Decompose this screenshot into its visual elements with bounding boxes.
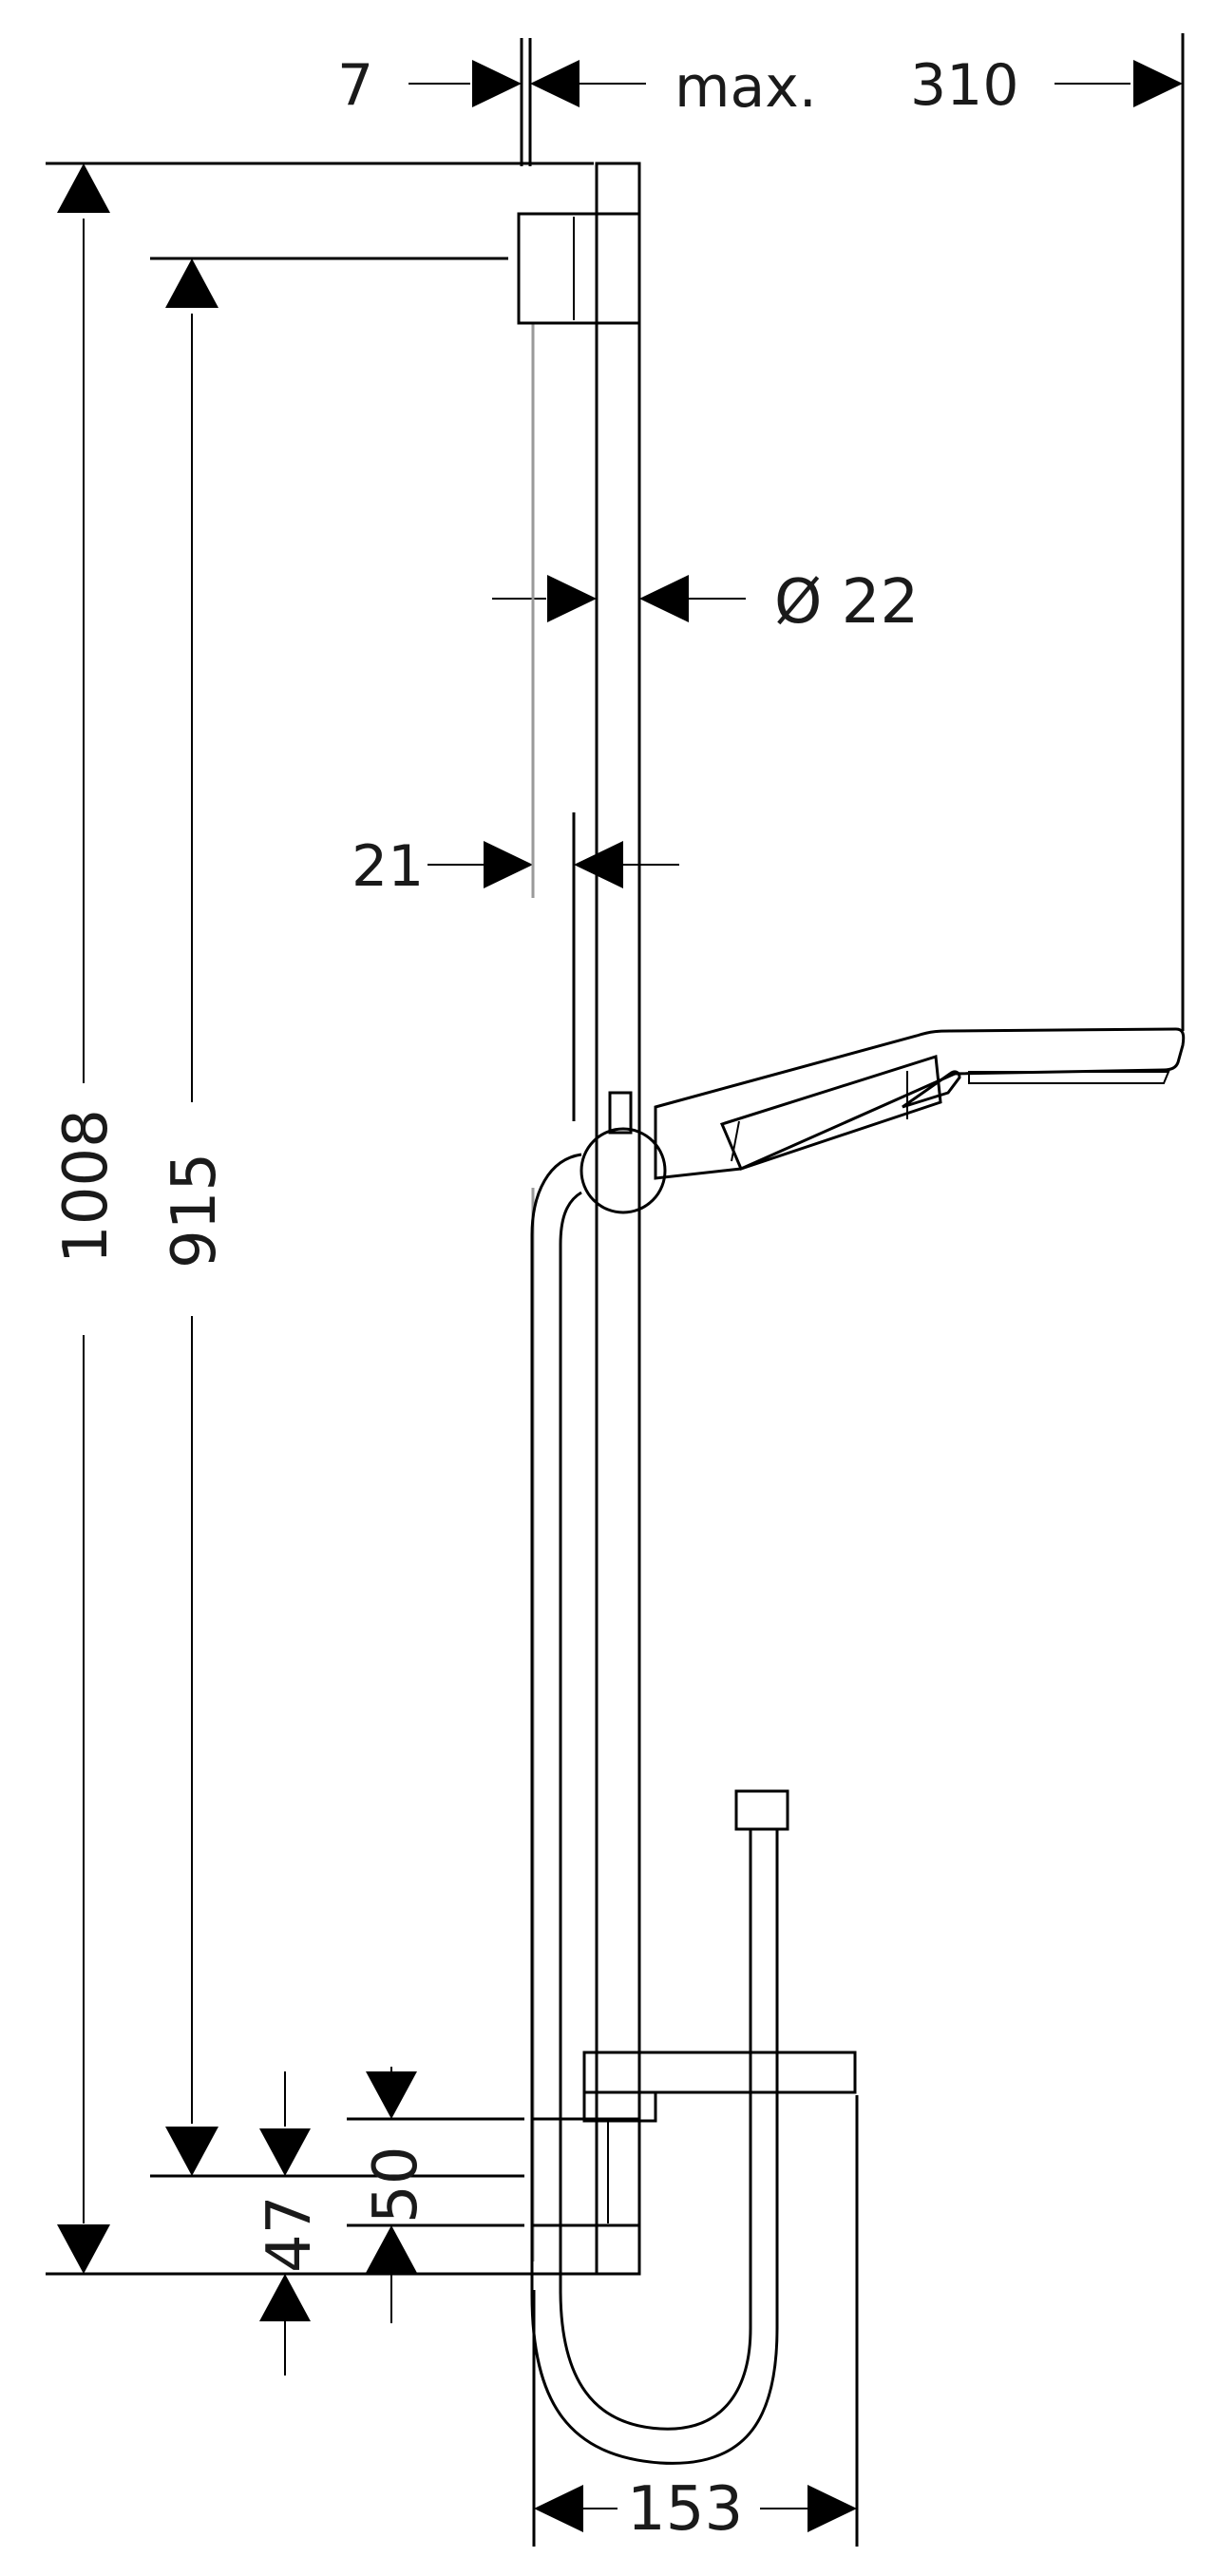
- dim-915-label: 915: [160, 1153, 230, 1269]
- dim-21-label: 21: [352, 833, 424, 900]
- arrow-21-left: [484, 841, 533, 888]
- arrow-21-right: [574, 841, 623, 888]
- wall-bar: [517, 162, 641, 2276]
- dim-47-label: 47: [255, 2196, 325, 2273]
- soap-shelf: [582, 2051, 857, 2123]
- arrow-915-top: [165, 258, 218, 308]
- vertical-dimension-915: 915: [150, 257, 508, 2178]
- dim-1008-label: 1008: [51, 1109, 122, 1264]
- lower-dimensions: 50 47: [255, 2067, 524, 2376]
- dim-310-label: 310: [910, 52, 1019, 119]
- dim-7-label: 7: [337, 52, 373, 119]
- arrow-1008-top: [57, 163, 110, 213]
- arrow-47-top: [259, 2128, 311, 2176]
- dim-diameter-label: Ø 22: [774, 567, 919, 638]
- arrow-max-left: [530, 60, 580, 107]
- dim-max-label: max.: [674, 54, 817, 121]
- top-bracket: [517, 212, 641, 325]
- vertical-dimension-1008: 1008: [46, 162, 608, 2276]
- hose-connector: [734, 1789, 789, 1831]
- arrow-915-bottom: [165, 2127, 218, 2176]
- bottom-bracket: [530, 2117, 641, 2227]
- dim-153-label: 153: [627, 2474, 743, 2545]
- slider-pin: [608, 1091, 633, 1135]
- slider-knob: [580, 1127, 667, 1214]
- diameter-dimension: Ø 22: [492, 567, 919, 638]
- shower-hose: [530, 1153, 789, 2465]
- arrow-47-bottom: [259, 2274, 311, 2321]
- arrow-7-left: [472, 60, 522, 107]
- arrow-310-right: [1133, 60, 1183, 107]
- dim-50-label: 50: [361, 2147, 431, 2223]
- arrow-d22-right: [639, 575, 689, 622]
- arrow-d22-left: [547, 575, 597, 622]
- offset-dimension-21: 21: [352, 833, 679, 900]
- arrow-153-left: [534, 2485, 583, 2532]
- arrow-50-bottom: [366, 2225, 417, 2273]
- top-dimension-group: 7 max. 310: [337, 33, 1185, 1031]
- hand-shower: [580, 1027, 1186, 1214]
- arrow-1008-bottom: [57, 2224, 110, 2274]
- bottom-dimension-153: 153: [532, 2095, 859, 2547]
- arrow-50-top: [366, 2071, 417, 2119]
- arrow-153-right: [808, 2485, 857, 2532]
